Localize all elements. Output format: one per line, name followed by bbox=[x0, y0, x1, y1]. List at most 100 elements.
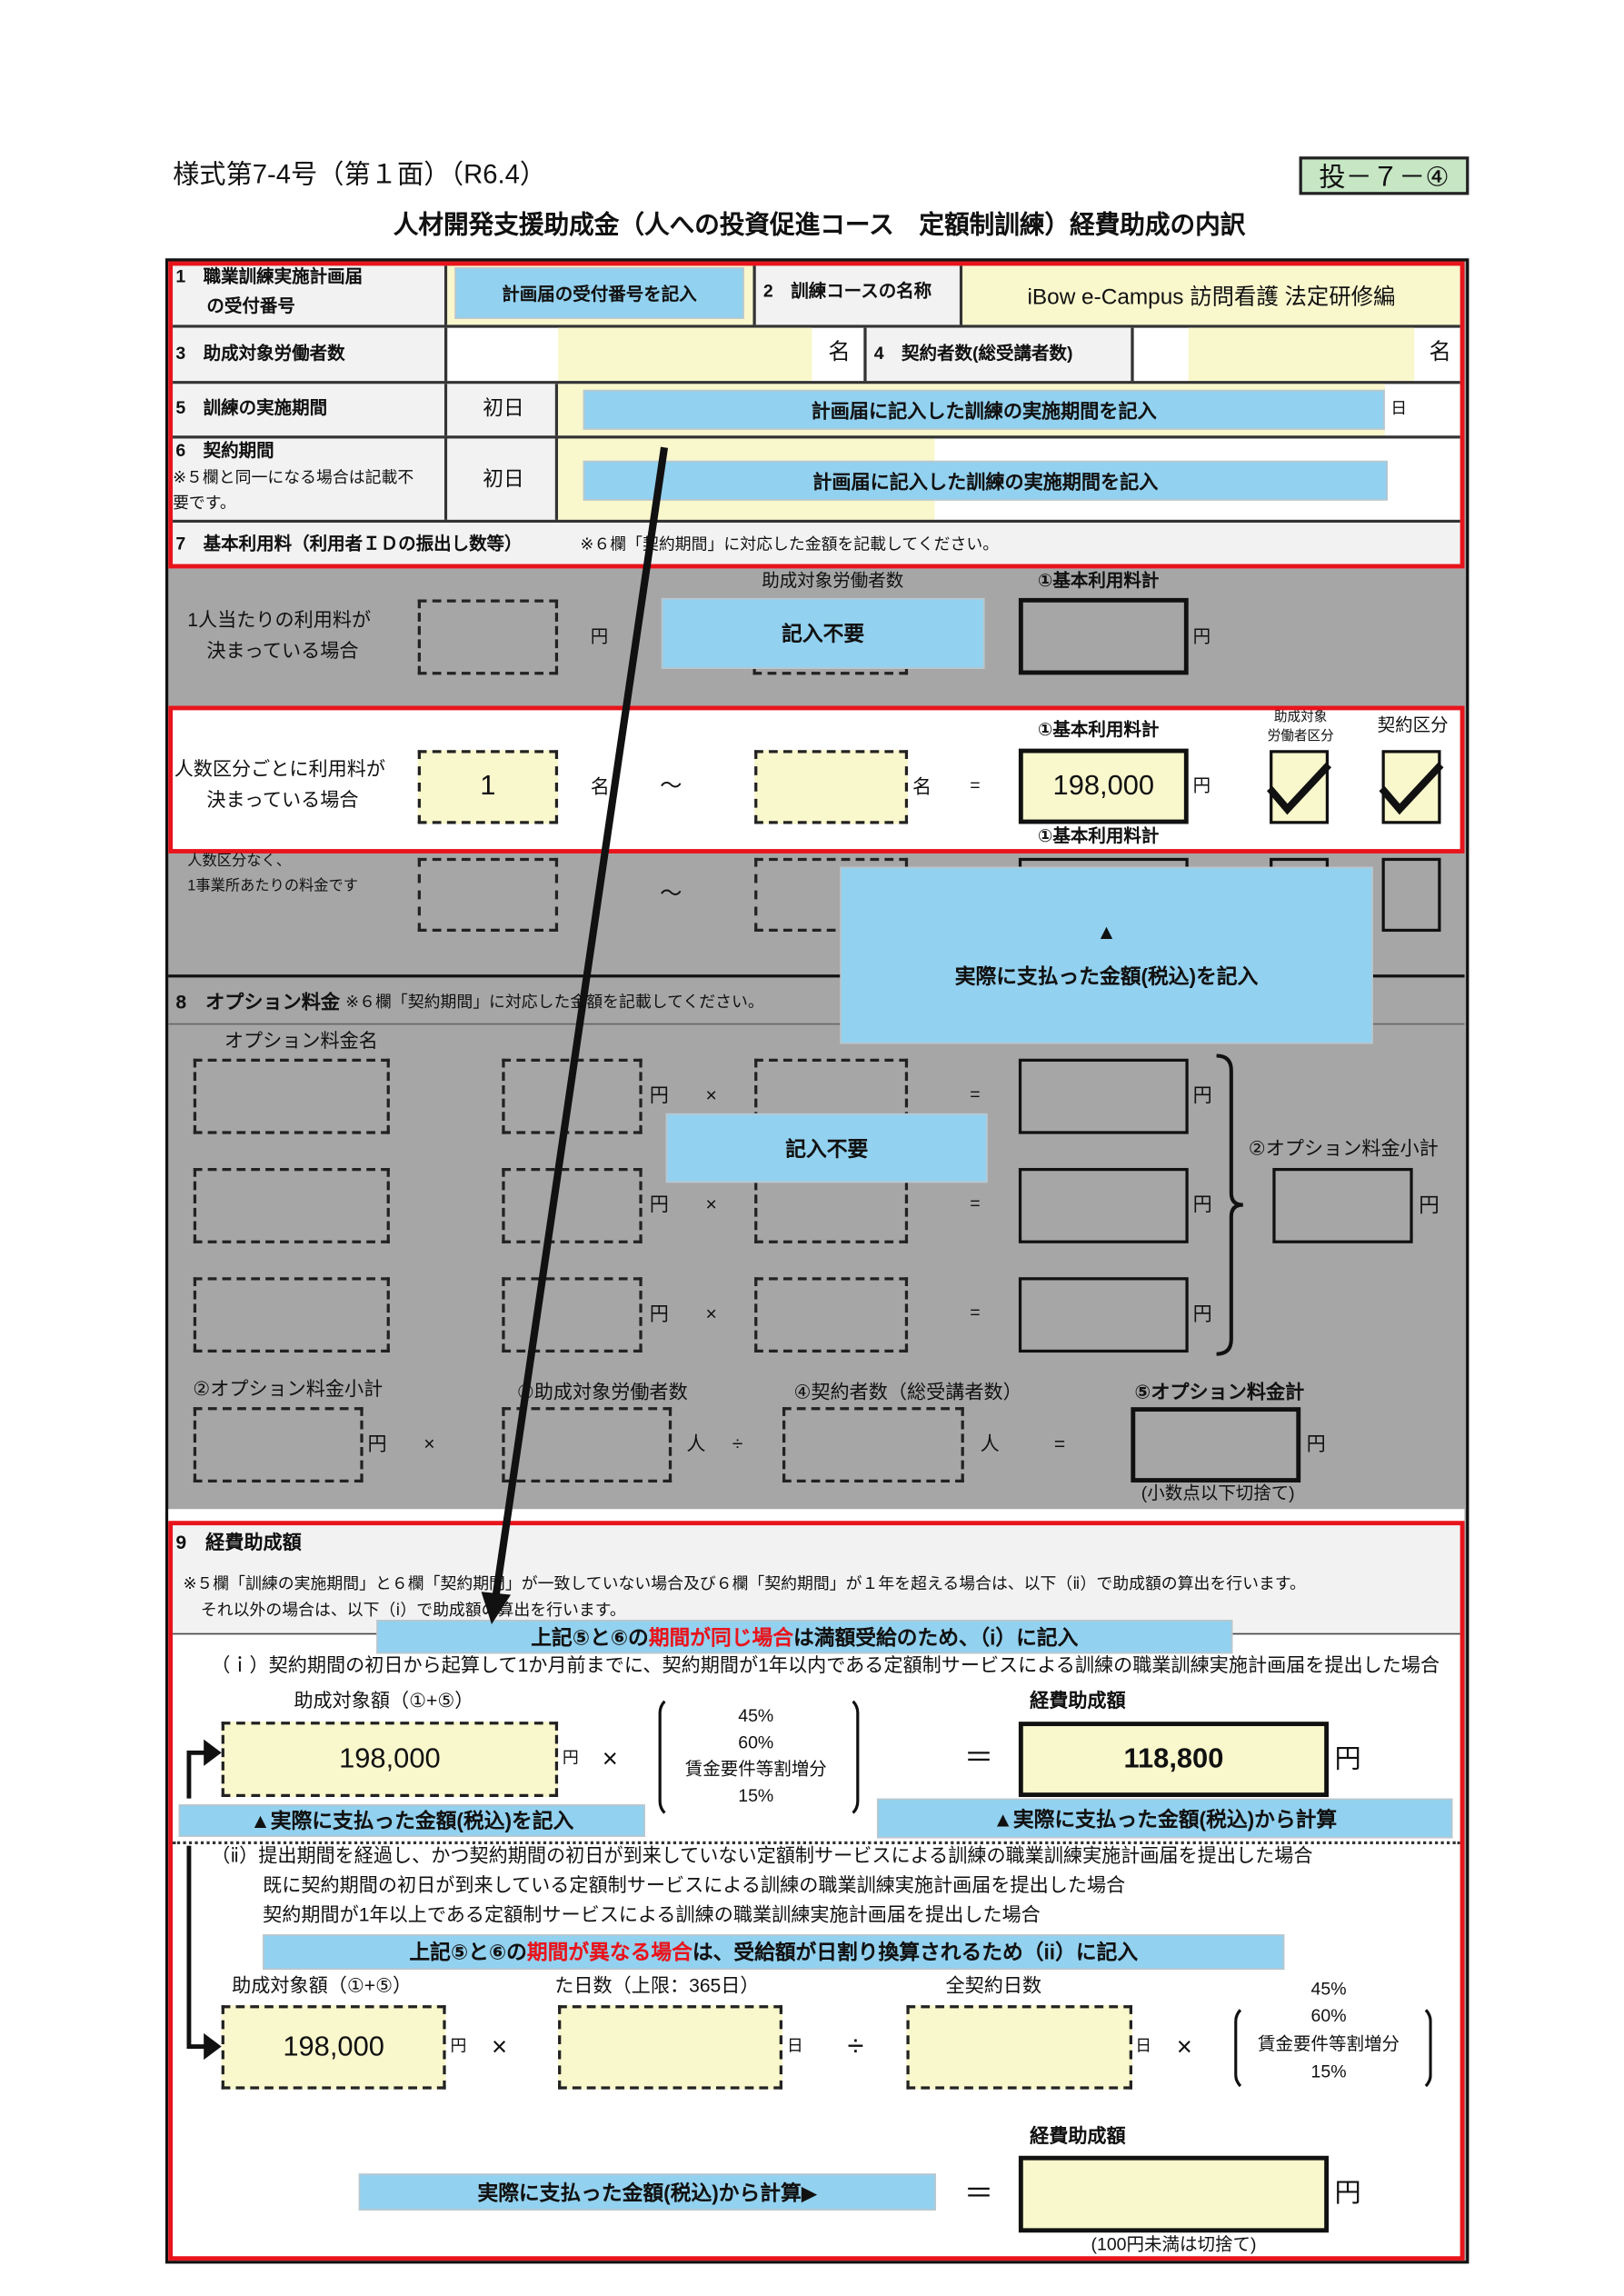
option-price-input[interactable] bbox=[502, 1277, 643, 1353]
tier-to-input[interactable] bbox=[754, 750, 909, 824]
case-i-text: （ｉ）契約期間の初日から起算して1か月前までに、契約期間が1年以内である定額制サ… bbox=[211, 1653, 1440, 1676]
days-input[interactable] bbox=[558, 2005, 782, 2090]
option-name-col: オプション料金名 bbox=[224, 1029, 378, 1052]
equal-sign: ＝ bbox=[963, 2178, 994, 2211]
option-price-input[interactable] bbox=[502, 1058, 643, 1134]
per-office-label-2: 1事業所あたりの料金です bbox=[187, 878, 359, 895]
form-badge: 投－７－④ bbox=[1299, 156, 1470, 195]
divide-sign: ÷ bbox=[847, 2030, 864, 2063]
banner-text: は満額受給のため、（i）に記入 bbox=[793, 1624, 1079, 1649]
office-contract-checkbox[interactable] bbox=[1381, 857, 1441, 933]
option-price-input[interactable] bbox=[502, 1167, 643, 1243]
office-from-input[interactable] bbox=[417, 857, 559, 933]
yen-unit: 円 bbox=[1192, 1302, 1212, 1325]
yen-unit: 円 bbox=[649, 1083, 669, 1106]
contract-period-note-2: 要です。 bbox=[173, 494, 236, 513]
yen-unit: 円 bbox=[1192, 774, 1211, 796]
base-amount-input-ii[interactable]: 198,000 bbox=[221, 2005, 446, 2090]
divider bbox=[173, 1841, 1460, 1845]
per-person-label-2: 決まっている場合 bbox=[206, 639, 359, 662]
case-ii-text-2: 既に契約期間の初日が到来している定額制サービスによる訓練の職業訓練実施計画届を提… bbox=[263, 1873, 1126, 1896]
rate-option: 45% bbox=[738, 1705, 774, 1727]
not-required-hint: 記入不要 bbox=[661, 597, 985, 669]
rate-option: 15% bbox=[738, 1785, 774, 1806]
yen-unit: 円 bbox=[1192, 625, 1211, 647]
period-hint: 計画届に記入した訓練の実施期間を記入 bbox=[583, 389, 1385, 430]
rate-option: 賃金要件等割増分 bbox=[684, 1758, 827, 1780]
rate-option: 15% bbox=[1310, 2061, 1347, 2082]
equal-sign: = bbox=[970, 1193, 981, 1214]
form-id: 様式第7-4号（第１面）（R6.4） bbox=[173, 159, 547, 189]
calc-workers-input[interactable] bbox=[502, 1407, 673, 1482]
calc-contracts-input[interactable] bbox=[782, 1407, 964, 1482]
yen-unit: 円 bbox=[1192, 1083, 1212, 1106]
per-person-fee-input[interactable] bbox=[417, 599, 559, 675]
times-sign: × bbox=[705, 1083, 717, 1106]
banner-text: 上記⑤と⑥の bbox=[409, 1940, 527, 1964]
base-amount-label-ii: 助成対象額（①+⑤） bbox=[232, 1973, 413, 1997]
yen-unit: 円 bbox=[1192, 1193, 1212, 1215]
yen-unit: 円 bbox=[1334, 2178, 1361, 2208]
times-sign: × bbox=[491, 2031, 508, 2061]
total-days-input[interactable] bbox=[906, 2005, 1132, 2090]
option-name-input[interactable] bbox=[193, 1058, 390, 1134]
course-name-field[interactable]: iBow e-Campus 訪問看護 法定研修編 bbox=[962, 265, 1460, 325]
result-label-ii: 経費助成額 bbox=[1030, 2124, 1126, 2148]
yen-unit: 円 bbox=[450, 2037, 467, 2056]
banner-text: 上記⑤と⑥の bbox=[531, 1624, 649, 1649]
option-amount-output bbox=[1018, 1167, 1189, 1243]
calc-subtotal-label: ②オプション料金小計 bbox=[193, 1377, 384, 1401]
base-amount-label: 助成対象額（①+⑤） bbox=[294, 1689, 474, 1712]
equal-sign: = bbox=[1053, 1432, 1066, 1455]
contract-class-checkbox[interactable] bbox=[1379, 750, 1444, 824]
workers-col-label: 助成対象労働者数 bbox=[762, 570, 904, 591]
banner-emphasis: 期間が同じ場合 bbox=[648, 1624, 794, 1649]
rate-bracket bbox=[658, 1694, 860, 1820]
option-not-required-hint: 記入不要 bbox=[665, 1113, 988, 1183]
paid-amount-hint: 実際に支払った金額(税込)を記入 bbox=[954, 963, 1259, 988]
base-amount-input[interactable]: 198,000 bbox=[221, 1722, 559, 1798]
yen-unit: 円 bbox=[1334, 1743, 1361, 1774]
check-icon bbox=[1379, 762, 1444, 815]
contracts-field[interactable] bbox=[1188, 327, 1415, 382]
calc-from-paid-hint-ii: 実際に支払った金額(税込)から計算▶ bbox=[358, 2173, 936, 2211]
worker-class-checkbox[interactable] bbox=[1266, 750, 1332, 824]
times-sign: × bbox=[705, 1302, 717, 1325]
contract-period-hint: 計画届に記入した訓練の実施期間を記入 bbox=[583, 460, 1389, 501]
workers-field[interactable] bbox=[558, 327, 812, 382]
workers-unit: 名 bbox=[828, 339, 851, 365]
per-person-label: 1人当たりの利用料が bbox=[187, 608, 372, 631]
paid-amount-hint-left: ▲実際に支払った金額(税込)を記入 bbox=[178, 1804, 645, 1837]
result-output: 118,800 bbox=[1018, 1722, 1330, 1798]
option-subtotal-label: ②オプション料金小計 bbox=[1248, 1136, 1439, 1160]
times-sign: × bbox=[423, 1432, 435, 1455]
calc-subtotal-input[interactable] bbox=[193, 1407, 364, 1482]
day-unit: 日 bbox=[786, 2037, 803, 2056]
tiered-label-2: 決まっている場合 bbox=[206, 788, 359, 811]
rate-option: 賃金要件等割増分 bbox=[1258, 2032, 1400, 2054]
people-unit: 人 bbox=[686, 1432, 706, 1455]
banner-text: は、受給額が日割り換算されるため（ii）に記入 bbox=[692, 1940, 1139, 1964]
option-rounding-note: (小数点以下切捨て) bbox=[1141, 1482, 1295, 1503]
option-fee-note: ※６欄「契約期間」に対応した金額を記載してください。 bbox=[345, 993, 764, 1012]
option-name-input[interactable] bbox=[193, 1167, 390, 1243]
result-output-ii bbox=[1018, 2155, 1330, 2233]
person-unit: 名 bbox=[912, 774, 932, 798]
paid-amount-hint-box: ▲実際に支払った金額(税込)を記入 bbox=[840, 866, 1373, 1044]
yen-unit: 円 bbox=[367, 1432, 387, 1455]
option-name-input[interactable] bbox=[193, 1277, 390, 1353]
banner-different-period: 上記⑤と⑥の期間が異なる場合は、受給額が日割り換算されるため（ii）に記入 bbox=[263, 1934, 1285, 1971]
worker-class-label: 助成対象 bbox=[1273, 708, 1328, 724]
highlight-frame-basic bbox=[168, 261, 1465, 569]
period-first-day: 初日 bbox=[483, 395, 524, 420]
period-label: 5 訓練の実施期間 bbox=[175, 396, 328, 418]
course-label: 2 訓練コースの名称 bbox=[762, 280, 932, 302]
calc-workers-label: ③助成対象労働者数 bbox=[516, 1380, 688, 1403]
option-qty-input[interactable] bbox=[754, 1277, 909, 1353]
yen-unit: 円 bbox=[590, 625, 609, 647]
contracts-unit: 名 bbox=[1429, 339, 1451, 365]
basic-total-label: ①基本利用料計 bbox=[1037, 570, 1160, 591]
option-subtotal-output bbox=[1272, 1167, 1413, 1243]
workers-label: 3 助成対象労働者数 bbox=[175, 342, 345, 364]
option-amount-output bbox=[1018, 1058, 1189, 1134]
